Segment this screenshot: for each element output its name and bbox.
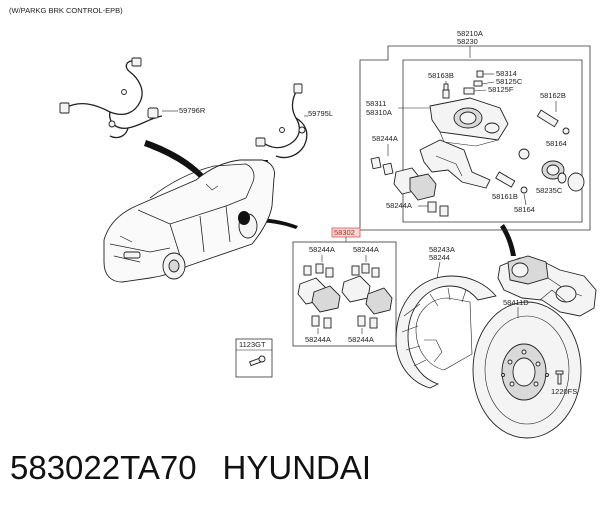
brand-name: HYUNDAI <box>222 449 372 486</box>
piston-seals[interactable] <box>518 148 585 192</box>
label-58244A-b: 58244A <box>386 201 412 210</box>
label-58244A-d: 58244A <box>353 245 379 254</box>
label-58244: 58244 <box>429 253 450 262</box>
brake-pads-in-assembly[interactable] <box>393 167 437 201</box>
sensor-marker-front <box>205 183 219 191</box>
pad-kit-box <box>292 241 397 347</box>
label-58125F: 58125F <box>488 85 514 94</box>
pad-clips-lower[interactable] <box>427 201 449 217</box>
guide-pin-upper[interactable] <box>536 109 570 135</box>
label-58244A-f: 58244A <box>348 335 374 344</box>
caliper-bracket[interactable] <box>419 139 491 189</box>
label-59796R: 59796R <box>179 106 206 115</box>
label-58230: 58230 <box>457 37 478 46</box>
label-1220FS: 1220FS <box>551 387 577 396</box>
pad-kit-clips-bottom[interactable] <box>311 315 378 329</box>
part-number: 583022TA70 <box>10 449 197 486</box>
screw-1220FS[interactable] <box>555 370 564 385</box>
label-58310A: 58310A <box>366 108 392 117</box>
epb-caliper-assembled[interactable] <box>497 255 597 317</box>
label-59795L: 59795L <box>308 109 333 118</box>
sensor-cable-right[interactable] <box>59 57 163 139</box>
label-58164-a: 58164 <box>546 139 567 148</box>
bolt-1123GT[interactable] <box>249 355 266 367</box>
pad-clips-upper[interactable] <box>370 156 394 176</box>
bleeder-screw[interactable] <box>442 83 450 99</box>
label-58210A: 58210A <box>457 29 483 38</box>
pointer-arrow-caliper <box>500 224 516 256</box>
label-58244A-e: 58244A <box>305 335 331 344</box>
label-58411D: 58411D <box>503 298 529 307</box>
label-58244A-a: 58244A <box>372 134 398 143</box>
label-58163B: 58163B <box>428 71 454 80</box>
caliper-body[interactable] <box>429 97 509 147</box>
sensor-cable-left[interactable] <box>255 83 308 159</box>
label-58311: 58311 <box>366 99 386 108</box>
pad-kit-brake-pads[interactable] <box>297 275 393 315</box>
guide-pin-lower[interactable] <box>495 171 528 194</box>
pointer-arrow-sensor-front <box>144 140 213 188</box>
label-58161B: 58161B <box>492 192 518 201</box>
brake-rotor[interactable] <box>472 301 582 439</box>
label-58125C: 58125C <box>496 77 523 86</box>
dust-shield[interactable] <box>395 275 497 389</box>
label-58302: 58302 <box>334 228 355 237</box>
car-illustration <box>103 159 275 283</box>
pad-kit-clips-top[interactable] <box>303 263 380 278</box>
bolt-1123GT-box <box>235 338 273 378</box>
label-1123GT: 1123GT <box>239 340 266 349</box>
label-58243A: 58243A <box>429 245 455 254</box>
label-58244A-c: 58244A <box>309 245 335 254</box>
label-58235C: 58235C <box>536 186 563 195</box>
header-note: (W/PARKG BRK CONTROL-EPB) <box>9 6 123 15</box>
footer: 583022TA70 HYUNDAI <box>10 446 590 490</box>
caliper-caps[interactable] <box>463 70 484 95</box>
label-58162B: 58162B <box>540 91 566 100</box>
caliper-inner-box <box>402 59 583 223</box>
label-58314: 58314 <box>496 69 517 78</box>
label-58164-b: 58164 <box>514 205 535 214</box>
